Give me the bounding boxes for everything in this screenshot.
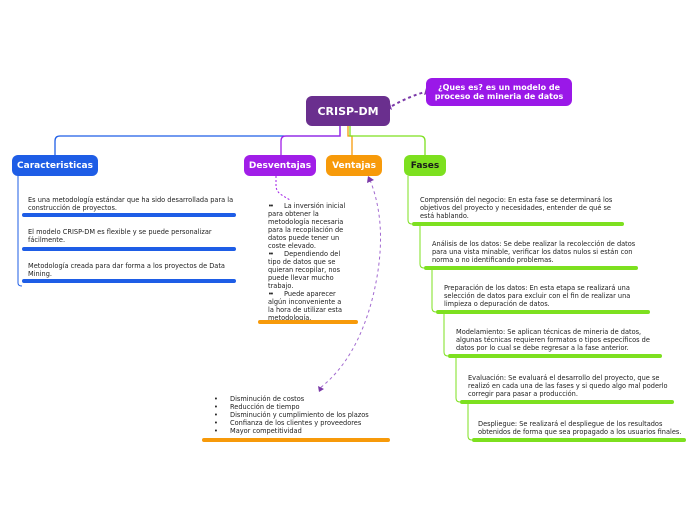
fases-underline [460, 400, 674, 404]
fases-underline [436, 310, 650, 314]
root-node[interactable]: CRISP-DM [306, 96, 390, 126]
desventajas-item: •Puede aparecer algún inconveniente a la… [268, 290, 348, 322]
definition-node[interactable]: ¿Ques es? es un modelo de proceso de min… [426, 78, 572, 106]
caracteristicas-underline [22, 279, 236, 283]
caracteristicas-underline [22, 247, 236, 251]
fases-item: Modelamiento: Se aplican técnicas de min… [456, 328, 650, 352]
fases-item: Análisis de los datos: Se debe realizar … [432, 240, 636, 264]
ventajas-underline [202, 438, 390, 442]
fases-underline [448, 354, 662, 358]
caracteristicas-underline [22, 213, 236, 217]
desventajas-list: •La inversión inicial para obtener la me… [268, 202, 348, 322]
fases-item: Despliegue: Se realizará el despliegue d… [478, 420, 682, 436]
desventajas-item: •La inversión inicial para obtener la me… [268, 202, 348, 250]
ventajas-item: Reducción de tiempo [212, 403, 382, 411]
desventajas-item: •Dependiendo del tipo de datos que se qu… [268, 250, 348, 290]
caracteristicas-item: El modelo CRISP-DM es flexible y se pued… [28, 228, 212, 244]
fases-node[interactable]: Fases [404, 155, 446, 176]
fases-underline [472, 438, 686, 442]
fases-item: Comprensión del negocio: En esta fase se… [420, 196, 613, 220]
connector-desventajas [280, 126, 341, 156]
ventajas-item: Confianza de los clientes y proveedores [212, 419, 382, 427]
caracteristicas-item: Metodología creada para dar forma a los … [28, 262, 225, 278]
ventajas-node[interactable]: Ventajas [326, 155, 382, 176]
ventajas-connector [319, 179, 381, 389]
fases-underline [412, 222, 624, 226]
ventajas-item: Disminución y cumplimiento de los plazos [212, 411, 382, 419]
caracteristicas-item: Es una metodología estándar que ha sido … [28, 196, 234, 212]
root-definition-connector [391, 91, 426, 107]
ventajas-item: Mayor competitividad [212, 427, 382, 435]
caracteristicas-node[interactable]: Caracteristicas [12, 155, 98, 176]
desventajas-underline [258, 320, 358, 324]
connector-caracteristicas [54, 126, 341, 156]
fases-underline [424, 266, 638, 270]
fases-item: Evaluación: Se evaluará el desarrollo de… [468, 374, 668, 398]
connector-fases [349, 126, 426, 156]
fases-item: Preparación de los datos: En esta etapa … [444, 284, 631, 308]
desventajas-node[interactable]: Desventajas [244, 155, 316, 176]
ventajas-list: Disminución de costos Reducción de tiemp… [212, 395, 382, 435]
ventajas-item: Disminución de costos [212, 395, 382, 403]
